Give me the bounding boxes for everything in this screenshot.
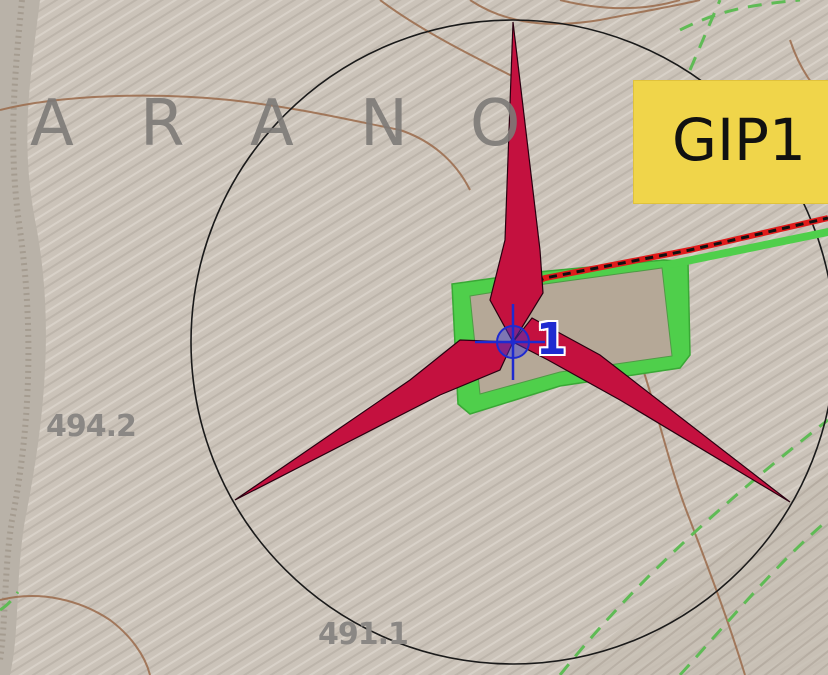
turbine-number-label: 1 <box>536 314 567 365</box>
place-name-letter: R <box>140 87 185 161</box>
field-boundary <box>679 0 801 32</box>
place-name-letter: O <box>470 87 521 161</box>
turbine-marker[interactable] <box>475 304 545 380</box>
field-boundary <box>678 518 828 675</box>
contour-line <box>379 0 521 81</box>
contour-line <box>0 595 151 675</box>
plot-label: GIP1 <box>672 106 806 174</box>
elevation-label: 491.1 <box>318 617 409 652</box>
field-boundary <box>0 591 20 612</box>
place-name-letter: A <box>250 87 294 161</box>
rotor-swept-area <box>190 19 828 665</box>
access-road <box>662 228 828 268</box>
contour-line <box>559 0 681 10</box>
field-boundary <box>688 0 722 71</box>
plot-label-box[interactable] <box>633 80 828 204</box>
farmland-texture-southeast <box>560 470 828 675</box>
place-name-letter: N <box>360 87 408 161</box>
elevation-label: 494.2 <box>46 409 137 444</box>
place-name-letter: A <box>30 87 74 161</box>
contour-line <box>0 94 471 191</box>
contour-line <box>469 0 701 25</box>
